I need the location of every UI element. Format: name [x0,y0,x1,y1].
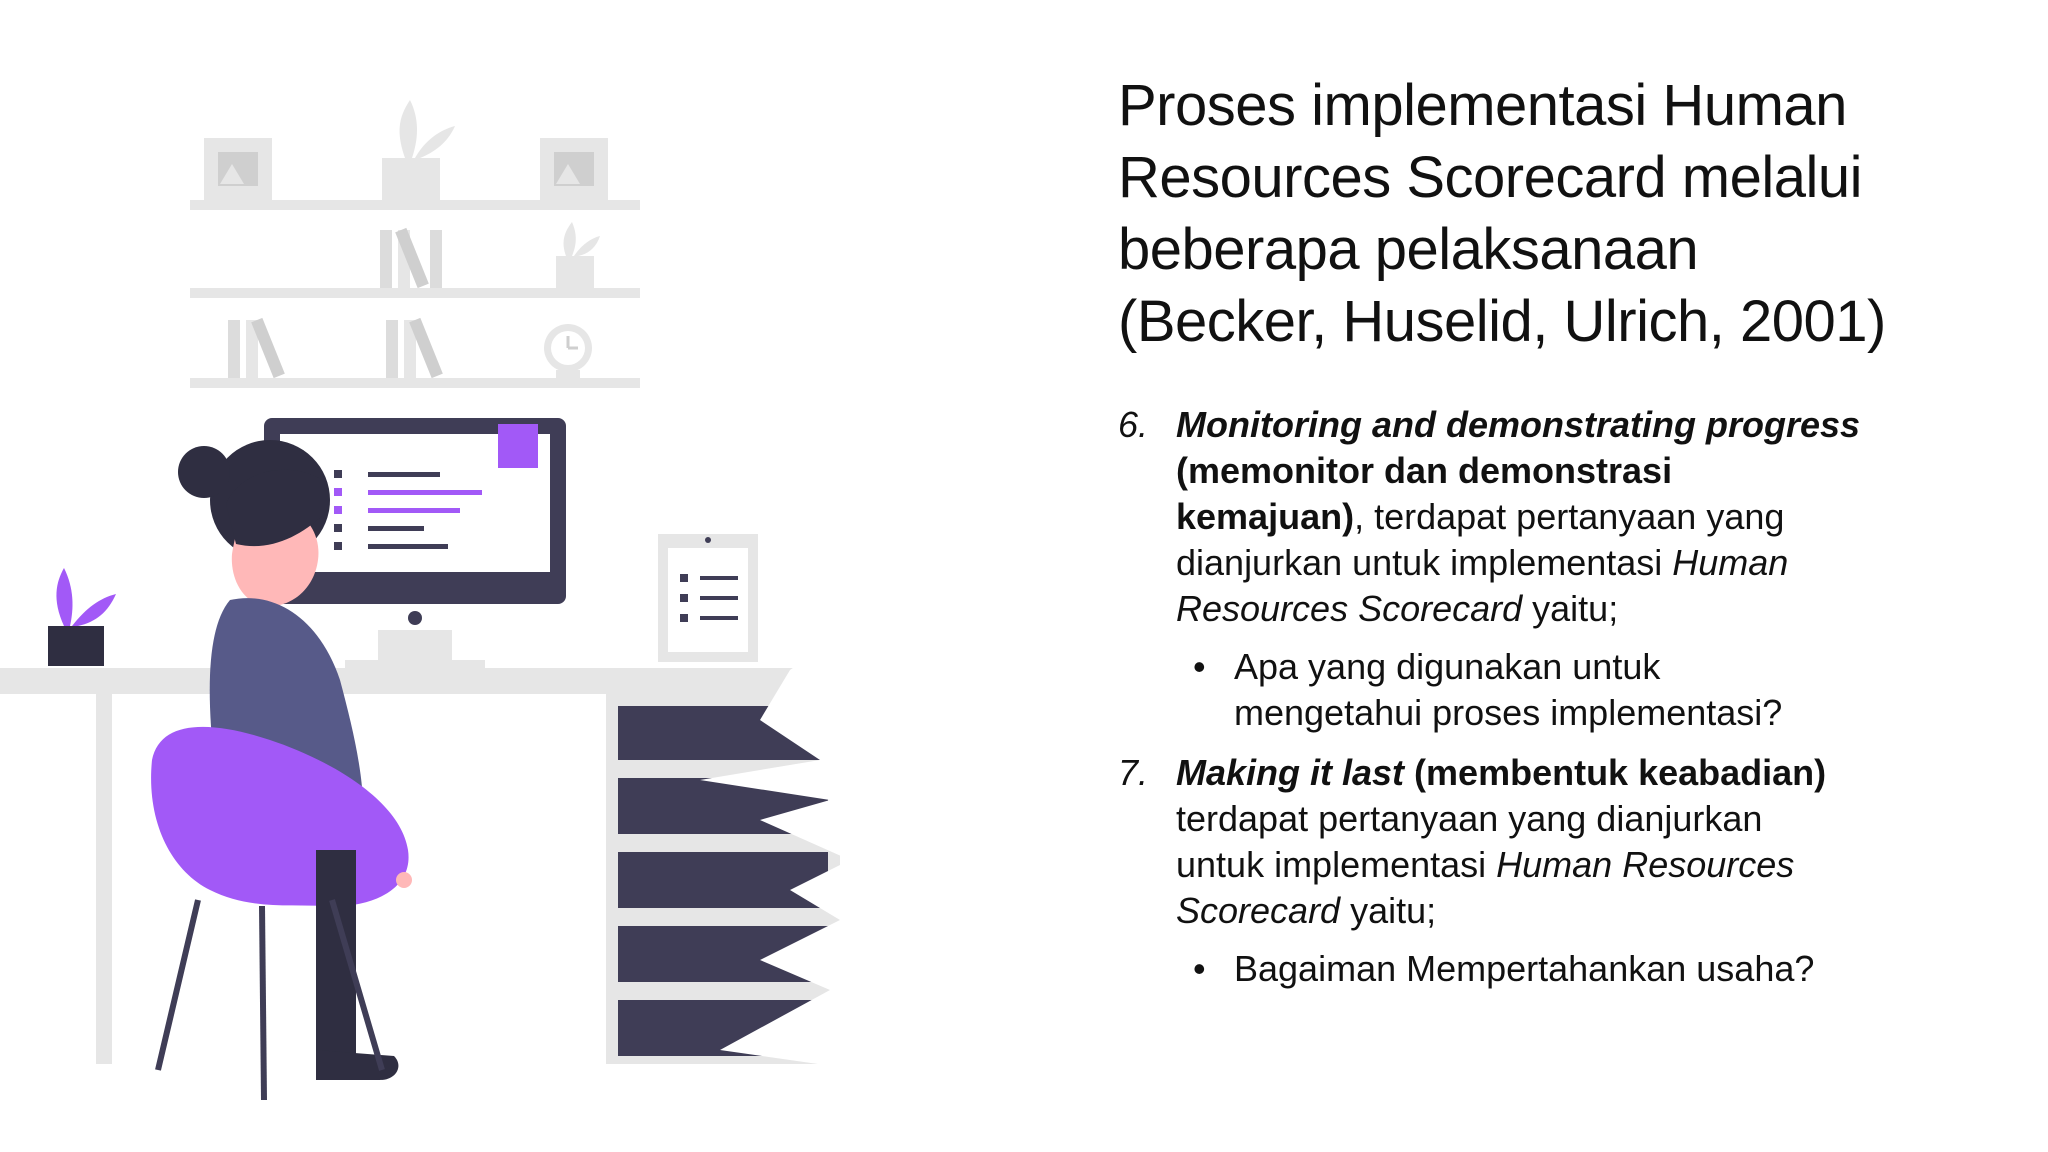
item-heading: Monitoring and demonstrating progress [1176,404,1861,445]
list-item-7: 7. Making it last (membentuk keabadian) … [1118,750,1998,934]
person-figure [151,440,412,1101]
books-icon [228,317,285,379]
bullet-text: Bagaiman Mempertahankan usaha? [1234,948,1815,989]
bullet-text: Apa yang digunakan untuk [1234,646,1661,687]
item-heading-translation: (membentuk keabadian) [1404,752,1827,793]
torn-edge [700,620,860,1070]
item-number: 6. [1118,404,1149,445]
picture-frame-icon [540,138,608,200]
item-text-italic: Scorecard [1176,890,1341,931]
item-text: untuk implementasi [1176,844,1497,885]
item-text: yaitu; [1340,890,1437,931]
plant-icon [556,222,600,288]
item-text: terdapat pertanyaan yang dianjurkan [1176,798,1763,839]
clock-icon [544,324,592,378]
title-line-1: Proses implementasi Human [1118,73,1847,138]
bullet-icon: • [1193,948,1206,989]
bullet-item: • Apa yang digunakan untuk mengetahui pr… [1118,644,1998,736]
bullet-item: • Bagaiman Mempertahankan usaha? [1118,946,1998,992]
item-number: 7. [1118,752,1149,793]
item-heading-translation: kemajuan) [1176,496,1355,537]
books-icon [380,227,442,289]
woman-at-desk-illustration [0,60,860,1120]
item-text: yaitu; [1522,588,1619,629]
item-text-italic: Resources Scorecard [1176,588,1523,629]
item-heading-translation: (memonitor dan demonstrasi [1176,450,1673,491]
picture-frame-icon [204,138,272,200]
bullet-icon: • [1193,646,1206,687]
bullet-text: mengetahui proses implementasi? [1234,692,1783,733]
books-icon [386,317,443,379]
title-line-4: (Becker, Huselid, Ulrich, 2001) [1118,289,1886,354]
illustration-svg [0,100,860,1101]
item-heading: Making it last [1176,752,1405,793]
item-text-italic: Human Resources [1496,844,1795,885]
desk-plant-icon [48,568,116,666]
slide-title: Proses implementasi Human Resources Scor… [1118,70,1998,358]
list-item-6: 6. Monitoring and demonstrating progress… [1118,402,1998,632]
desk-drawers [618,706,828,1056]
slide-body: 6. Monitoring and demonstrating progress… [1118,402,1998,998]
title-line-2: Resources Scorecard melalui [1118,145,1863,210]
item-text-italic: Human [1672,542,1789,583]
item-text: , terdapat pertanyaan yang [1354,496,1785,537]
shelves [190,200,640,388]
plant-icon [382,100,455,200]
title-line-3: beberapa pelaksanaan [1118,217,1699,282]
item-text: dianjurkan untuk implementasi [1176,542,1673,583]
clipboard-icon [658,534,758,662]
